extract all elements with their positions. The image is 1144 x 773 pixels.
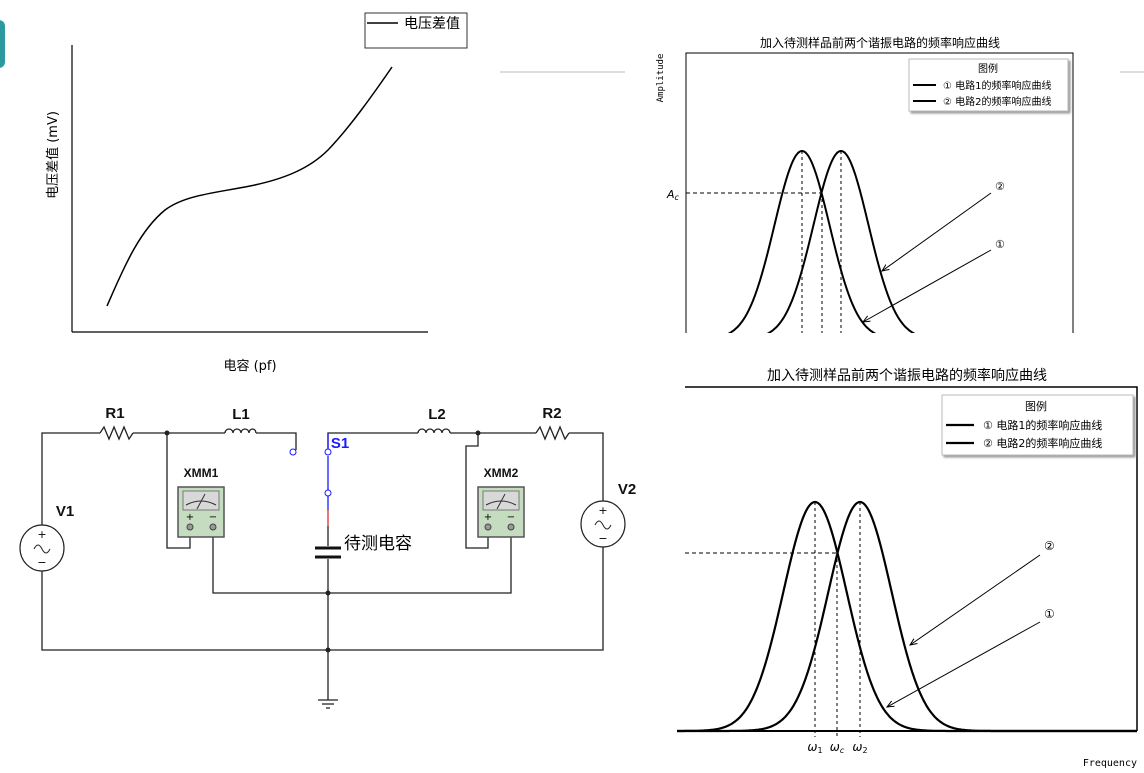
ac-label: Ac: [666, 188, 680, 202]
plot-frame: [685, 386, 1138, 731]
series-line-circuit-2: [766, 149, 916, 333]
wire: [41, 546, 604, 651]
multimeter-xmm2[interactable]: + −: [477, 486, 525, 538]
x-axis-label: 电容 (pf): [223, 358, 276, 374]
terminal-plus[interactable]: [186, 523, 194, 531]
circuit-diagram: + − + − + − + −: [19, 405, 636, 709]
label-l2: L2: [428, 406, 446, 423]
callout-2: ②: [1044, 539, 1055, 553]
callout-arrow-2: [882, 192, 992, 271]
sine-icon: [33, 544, 51, 554]
series-line-circuit-1: [677, 500, 1137, 733]
plus-sign: +: [186, 512, 194, 523]
label-xmm1: XMM1: [184, 466, 219, 480]
junction: [325, 647, 331, 653]
ac-source-v1[interactable]: + −: [19, 524, 65, 572]
sine-icon: [594, 520, 612, 530]
series-line-voltage-diff: [106, 66, 393, 307]
series-line-circuit-1: [727, 149, 877, 333]
x-tick-w2: ω2: [852, 740, 867, 755]
switch-terminal: [324, 448, 332, 456]
callout-arrow-2: [910, 554, 1041, 645]
wire: [569, 432, 604, 502]
plus-sign: +: [484, 512, 492, 523]
y-axis-label: Amplitude: [656, 54, 666, 103]
minus-sign: −: [209, 512, 217, 523]
chart-title: 加入待测样品前两个谐振电路的频率响应曲线: [767, 367, 1047, 384]
legend-title: 图例: [978, 62, 998, 75]
label-s1: S1: [331, 435, 349, 452]
ground-icon: [318, 699, 338, 709]
wire: [166, 433, 191, 549]
series-line-circuit-2: [677, 500, 1137, 733]
multimeter-xmm1[interactable]: + −: [177, 486, 225, 538]
terminal-plus[interactable]: [484, 523, 492, 531]
callout-1: ①: [995, 238, 1005, 251]
x-tick-wc: ωc: [830, 740, 845, 755]
label-l1: L1: [232, 406, 250, 423]
terminal-minus[interactable]: [507, 523, 515, 531]
x-tick-w1: ω1: [807, 740, 822, 755]
wire-to-switch: [256, 432, 297, 450]
legend-item-1: ① 电路1的频率响应曲线: [943, 79, 1052, 92]
junction: [325, 590, 331, 596]
callout-2: ②: [995, 180, 1005, 193]
x-axis-label: Frequency: [1083, 758, 1137, 769]
wire: [212, 530, 512, 594]
wire: [465, 433, 489, 549]
callout-1: ①: [1044, 607, 1055, 621]
terminal-minus[interactable]: [209, 523, 217, 531]
label-r2: R2: [542, 405, 561, 422]
legend-label: 电压差值: [404, 16, 460, 32]
resistor-r1[interactable]: [99, 425, 134, 441]
freq-response-chart-top: 加入待测样品前两个谐振电路的频率响应曲线 Amplitude Ac 图例 ① 电…: [656, 35, 1074, 333]
wire: [41, 432, 100, 526]
label-xmm2: XMM2: [484, 466, 519, 480]
callout-arrow-1: [887, 621, 1041, 707]
inductor-l1[interactable]: [224, 428, 257, 434]
capacitor-label: 待测电容: [344, 534, 412, 554]
ac-source-v2[interactable]: + −: [580, 500, 626, 548]
label-r1: R1: [105, 405, 124, 422]
voltage-diff-chart: 电压差值 电压差值 (mV) 电容 (pf): [45, 12, 468, 374]
inductor-l2[interactable]: [417, 428, 451, 434]
legend-item-1: ① 电路1的频率响应曲线: [983, 418, 1102, 432]
callout-arrow-1: [863, 249, 992, 322]
plus-sign: +: [37, 528, 46, 541]
legend-item-2: ② 电路2的频率响应曲线: [943, 95, 1052, 108]
freq-response-chart-bottom: 加入待测样品前两个谐振电路的频率响应曲线 ω1 ωc ω2 Frequency …: [677, 367, 1138, 769]
side-tab-icon[interactable]: [0, 20, 5, 68]
minus-sign: −: [598, 532, 607, 545]
resistor-r2[interactable]: [535, 425, 570, 441]
junction: [164, 430, 170, 436]
legend-title: 图例: [1025, 399, 1047, 413]
label-v1: V1: [56, 503, 74, 520]
junction: [475, 430, 481, 436]
switch-terminal: [289, 448, 297, 456]
legend: [364, 12, 468, 49]
plus-sign: +: [598, 504, 607, 517]
minus-sign: −: [37, 556, 46, 569]
chart-title: 加入待测样品前两个谐振电路的频率响应曲线: [760, 35, 1000, 50]
legend-item-2: ② 电路2的频率响应曲线: [983, 436, 1102, 450]
y-axis-label: 电压差值 (mV): [45, 111, 61, 199]
label-v2: V2: [618, 481, 636, 498]
switch-terminal: [324, 489, 332, 497]
minus-sign: −: [507, 512, 515, 523]
